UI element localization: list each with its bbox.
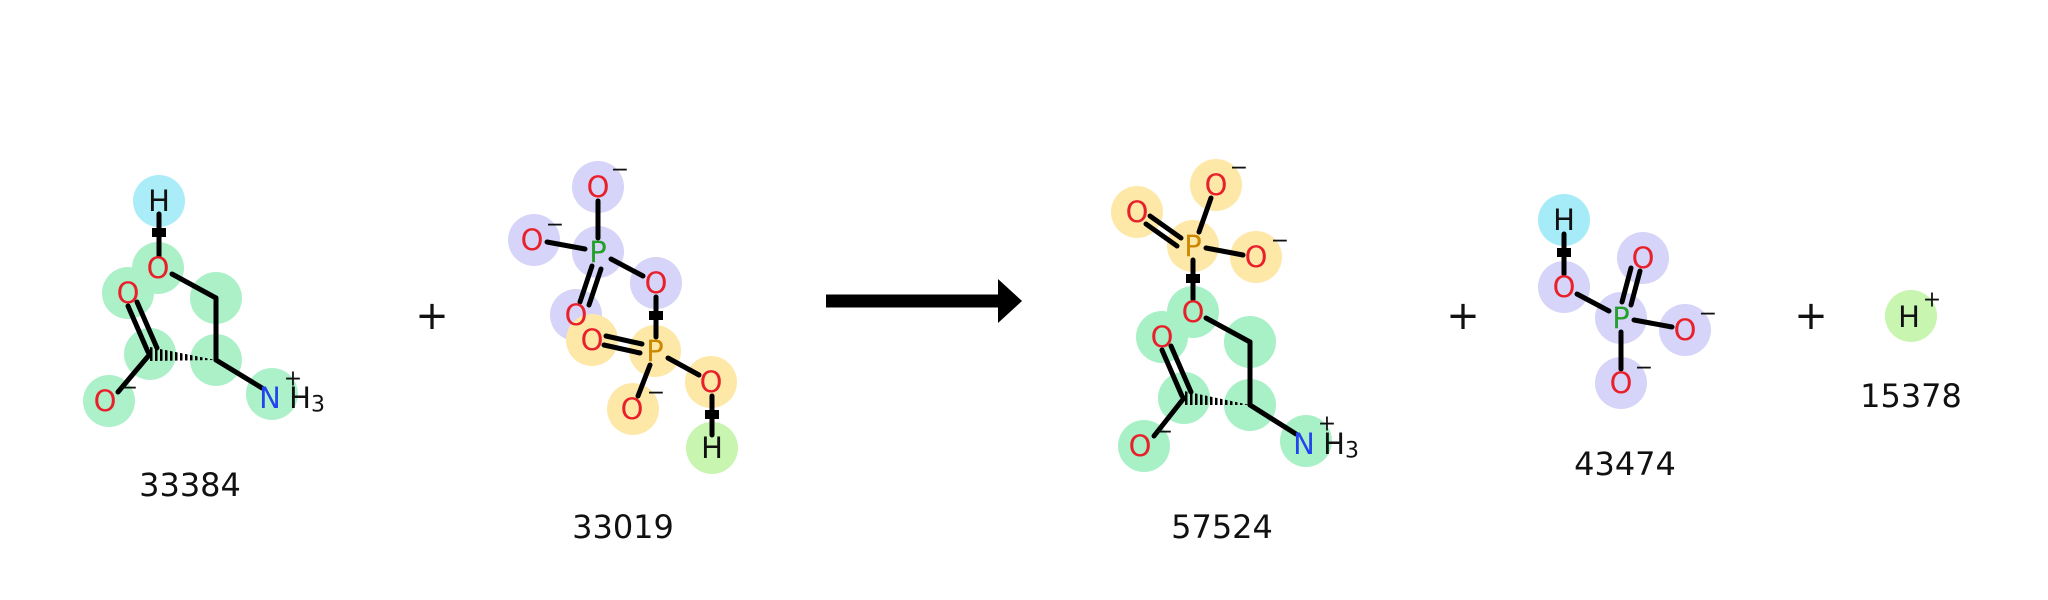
atom-nitrogen: N xyxy=(259,381,281,415)
atom-hydrogen: H xyxy=(701,431,723,465)
charge-minus: − xyxy=(1699,302,1717,327)
atom-oxygen-ester: O xyxy=(1182,295,1205,329)
compound-15378: H + 15378 xyxy=(1860,288,1962,416)
reaction-arrow xyxy=(826,279,1022,323)
halo-oxygen-p2-bottom xyxy=(607,383,659,435)
atom-oxygen-p-top: O xyxy=(1205,168,1228,202)
halo-oxygen-p-top xyxy=(1190,159,1242,211)
charge-minus: − xyxy=(1230,156,1248,181)
halo-nitrogen xyxy=(246,368,298,420)
charge-minus: − xyxy=(1155,420,1173,445)
atom-labels: H O O O − N H 3 + xyxy=(94,184,325,418)
halo-oxygen-hydroxyl xyxy=(1538,261,1590,313)
atom-phosphorus-2: P xyxy=(646,334,664,368)
compound-label: 15378 xyxy=(1860,377,1962,415)
charge-plus: + xyxy=(1923,288,1941,313)
atom-oxygen-top: O xyxy=(587,170,610,204)
atom-oxygen-p-right: O xyxy=(1245,240,1268,274)
bonds xyxy=(544,198,719,438)
compound-33384: H O O O − N H 3 + 33384 xyxy=(83,175,325,504)
compound-label: 57524 xyxy=(1171,508,1273,546)
hashed-wedge-bond xyxy=(150,347,216,361)
atom-oxygen-right: O xyxy=(1674,313,1697,347)
halo-phosphorus xyxy=(1595,292,1647,344)
halo-hydrogen xyxy=(1885,290,1937,342)
highlight-halos xyxy=(508,161,738,474)
atom-hydrogen: H xyxy=(1553,203,1575,237)
atom-oxygen-carbonyl: O xyxy=(1151,320,1174,354)
halo-oxygen-p2-left xyxy=(566,314,618,366)
charge-minus: − xyxy=(1635,356,1653,381)
halo-hydrogen xyxy=(1538,194,1590,246)
compound-label: 33384 xyxy=(139,466,241,504)
atom-oxygen-bottom: O xyxy=(1610,366,1633,400)
atom-oxygen-anion: O xyxy=(1129,429,1152,463)
highlight-halos xyxy=(1111,159,1332,472)
atom-labels: H O O P O − O − xyxy=(1553,203,1718,400)
bonds xyxy=(115,211,265,395)
atom-hydrogen: H xyxy=(148,184,170,218)
halo-oxygen-top xyxy=(572,161,624,213)
subscript-3: 3 xyxy=(311,393,325,418)
compound-33019: O − O − P O O O P O − O H 33019 xyxy=(508,158,738,546)
subscript-3: 3 xyxy=(1345,439,1359,464)
compound-label: 33019 xyxy=(572,508,674,546)
atom-oxygen-p2-left: O xyxy=(581,323,604,357)
charge-minus: − xyxy=(120,376,138,401)
halo-hydrogen xyxy=(133,175,185,227)
atom-oxygen-left: O xyxy=(521,223,544,257)
charge-minus: − xyxy=(1271,229,1289,254)
atom-hydrogen: H xyxy=(1898,300,1920,334)
atom-oxygen-p2-bottom: O xyxy=(621,392,644,426)
atom-oxygen-bridge: O xyxy=(645,266,668,300)
atom-oxygen-p2-right: O xyxy=(700,365,723,399)
atom-phosphorus: P xyxy=(1612,301,1630,335)
charge-plus: + xyxy=(284,367,302,392)
compound-label: 43474 xyxy=(1574,445,1676,483)
atom-phosphorus: P xyxy=(1184,229,1202,263)
halo-oxygen-p2-right xyxy=(685,356,737,408)
atom-oxygen-p-left: O xyxy=(1126,195,1149,229)
compound-57524: O − O P O − O O O − N H 3 + 57524 xyxy=(1111,156,1359,546)
halo-phosphorus xyxy=(1167,220,1219,272)
halo-oxygen-bottom xyxy=(1595,357,1647,409)
halo-oxygen-p-right xyxy=(1230,231,1282,283)
atom-oxygen-hydroxyl: O xyxy=(147,251,170,285)
plus-sign: + xyxy=(415,293,449,339)
atom-labels: O − O − P O O O P O − O H xyxy=(521,158,723,466)
atom-phosphorus-1: P xyxy=(589,235,607,269)
halo-phosphorus-2 xyxy=(629,325,681,377)
compound-43474: H O O P O − O − 43474 xyxy=(1538,194,1717,483)
halo-hydrogen xyxy=(686,422,738,474)
atom-labels: O − O P O − O O O − N H 3 + xyxy=(1126,156,1359,464)
atom-oxygen-carbonyl: O xyxy=(117,276,140,310)
plus-sign: + xyxy=(1794,293,1828,339)
charge-plus: + xyxy=(1318,412,1336,437)
hashed-wedge-bond xyxy=(1184,391,1250,405)
atom-nitrogen: N xyxy=(1293,427,1315,461)
atom-oxygen-top: O xyxy=(1632,241,1655,275)
bonds xyxy=(1557,231,1675,372)
atom-nitrogen-hydrogen: H xyxy=(289,381,311,415)
halo-nitrogen xyxy=(1280,415,1332,467)
charge-minus: − xyxy=(647,381,665,406)
bonds xyxy=(1143,195,1299,439)
halo-oxygen-right xyxy=(1659,304,1711,356)
halo-phosphorus-1 xyxy=(572,226,624,278)
charge-minus: − xyxy=(546,213,564,238)
highlight-halos xyxy=(1538,194,1711,409)
halo-oxygen-bridge xyxy=(630,257,682,309)
atom-oxygen-hydroxyl: O xyxy=(1553,270,1576,304)
halo-oxygen-left xyxy=(508,214,560,266)
atom-oxygen-anion: O xyxy=(94,384,117,418)
plus-sign: + xyxy=(1446,293,1480,339)
atom-oxygen-p1-bottom: O xyxy=(565,298,588,332)
atom-nitrogen-hydrogen: H xyxy=(1323,427,1345,461)
charge-minus: − xyxy=(611,158,629,183)
